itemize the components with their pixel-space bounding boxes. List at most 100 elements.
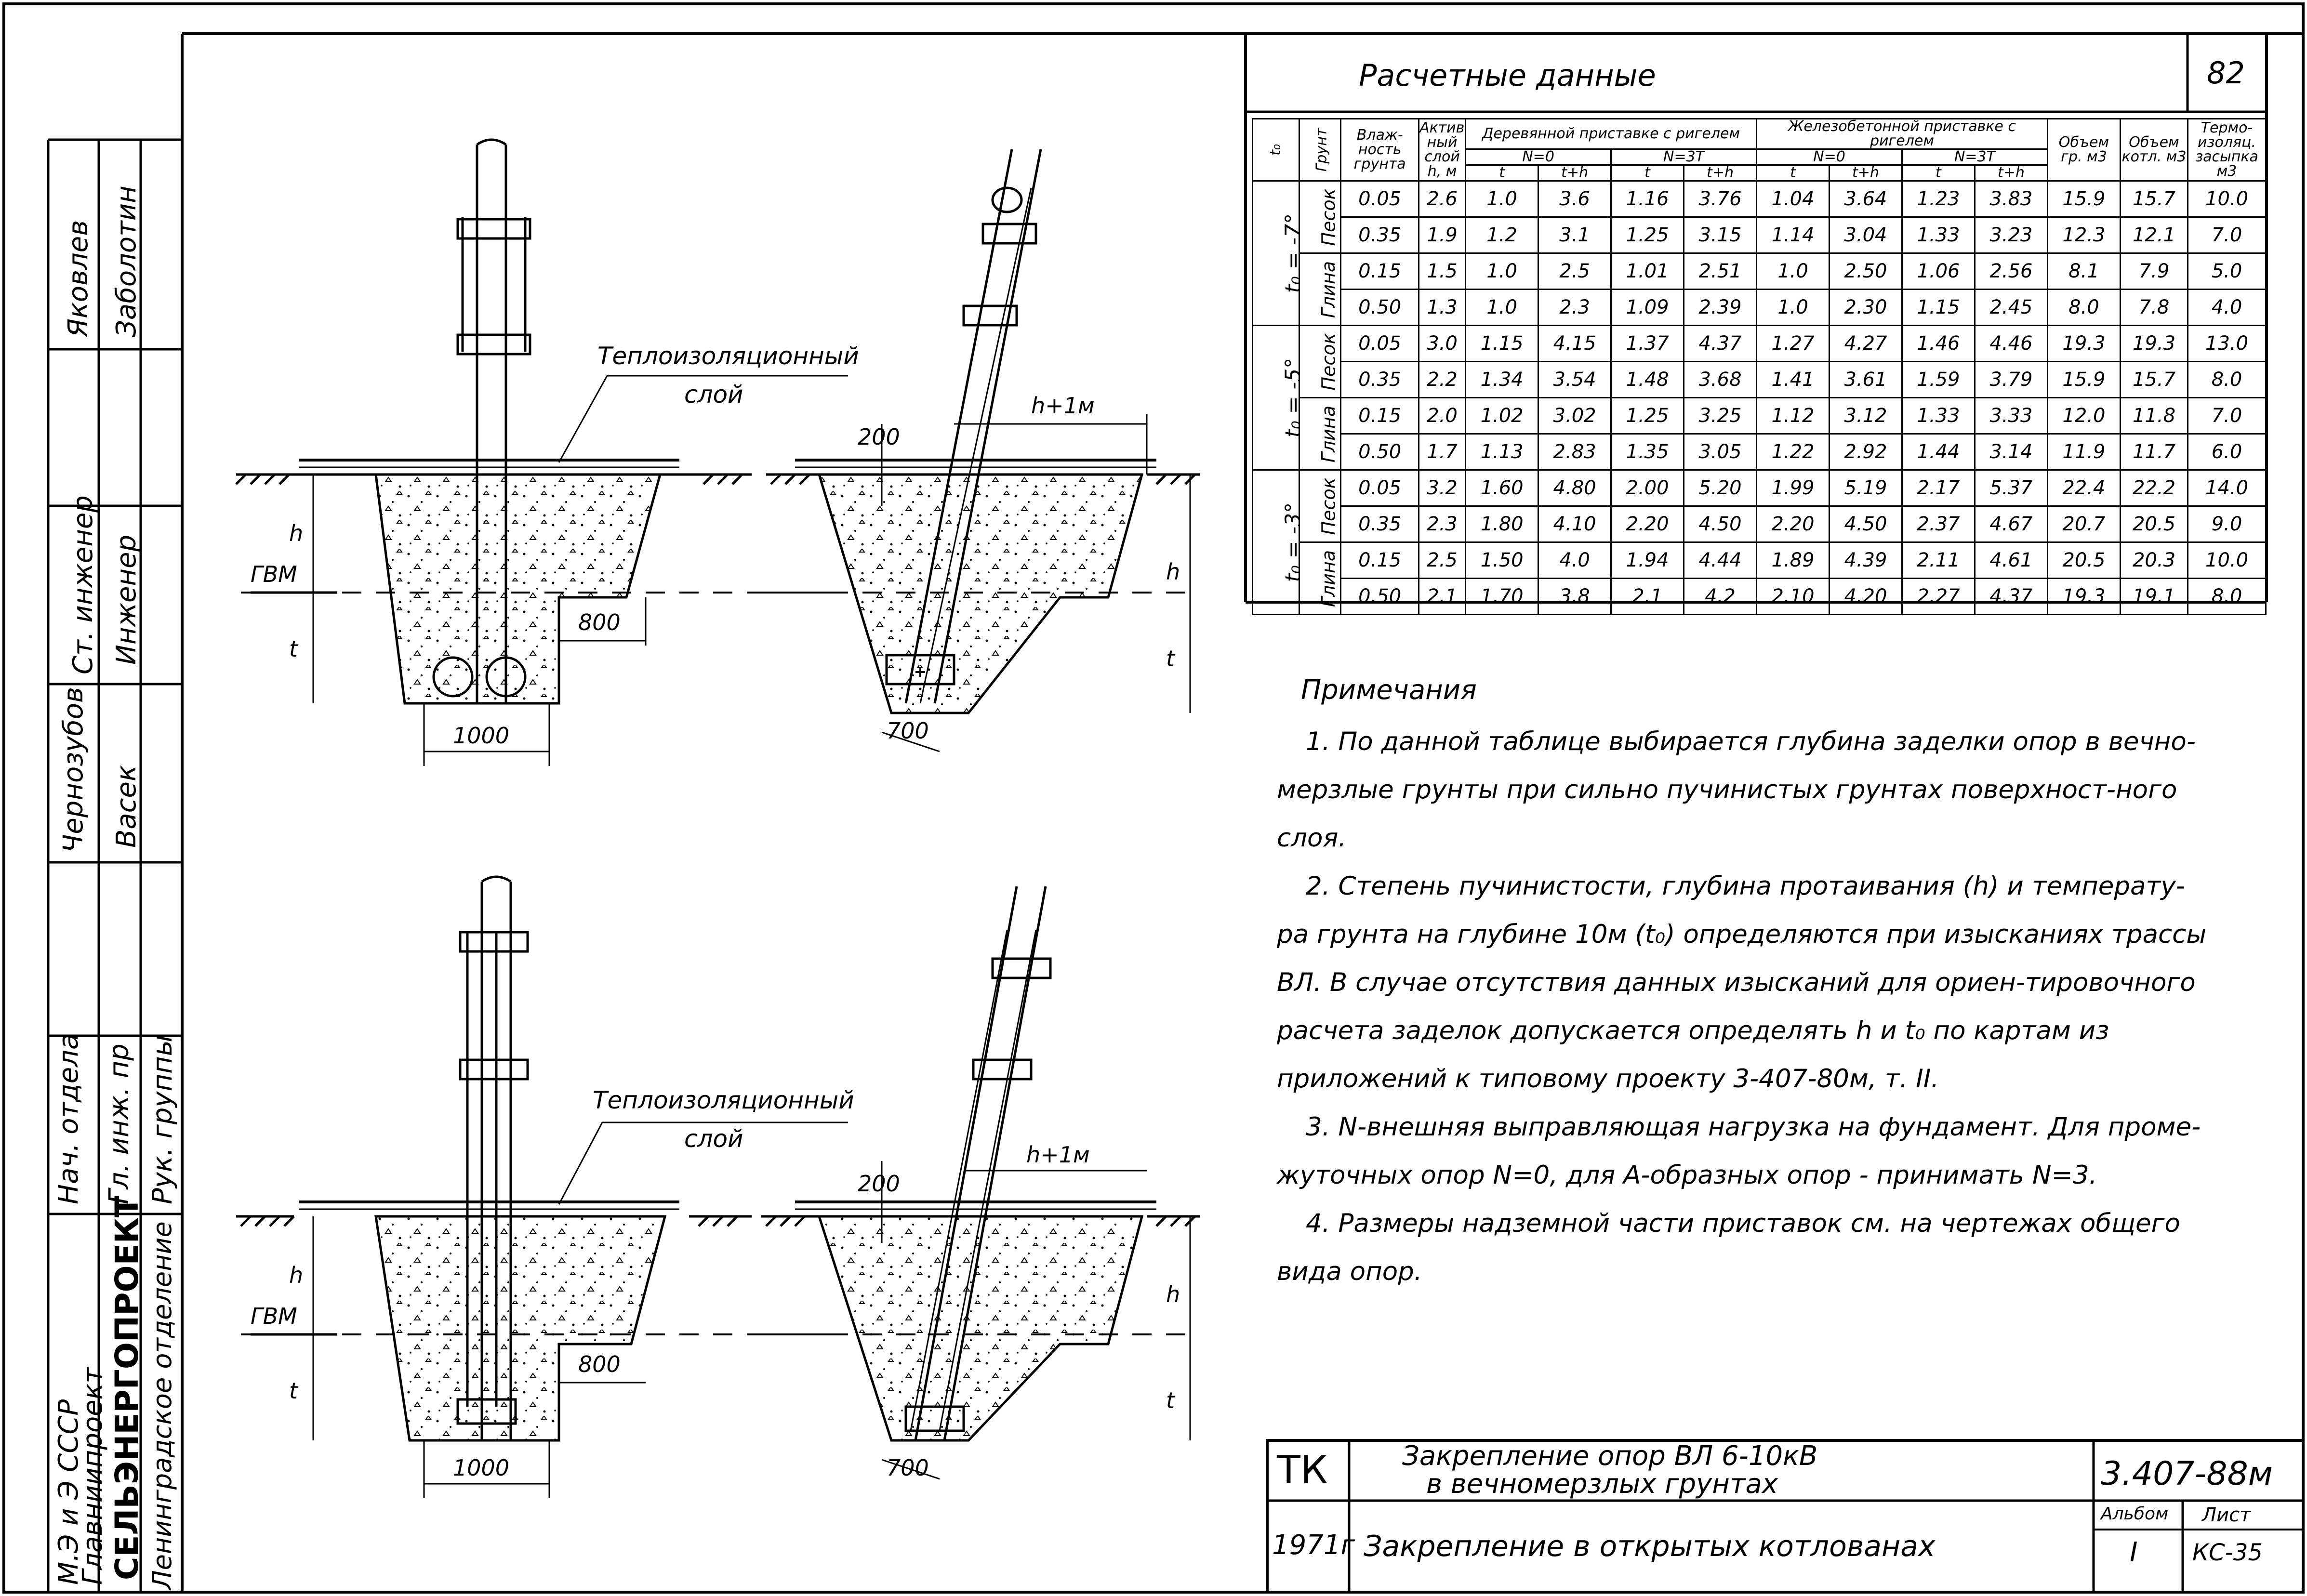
table-cell: 3.61: [1828, 361, 1903, 398]
table-cell: 8.0: [2046, 289, 2121, 326]
table-cell: 1.0: [1465, 180, 1539, 218]
note-3: 3. N-внешняя выправляющая нагрузка на фу…: [1277, 1112, 2201, 1190]
table-cell: 1.48: [1610, 361, 1685, 398]
header-excav: Объем котл. м3: [2119, 118, 2189, 182]
table-cell: 20.5: [2119, 505, 2189, 543]
header-th: t+h: [1683, 164, 1758, 182]
table-cell: 2.37: [1901, 505, 1976, 543]
table-cell: 7.9: [2119, 252, 2189, 290]
table-cell: 1.33: [1901, 216, 1976, 254]
table-cell: 1.37: [1610, 325, 1685, 362]
table-cell: 1.94: [1610, 541, 1685, 579]
drawing-3: [236, 875, 848, 1498]
table-cell: 4.61: [1974, 541, 2048, 579]
table-cell: 1.04: [1756, 180, 1830, 218]
header-soil: Грунт: [1299, 118, 1342, 182]
table-cell: 14.0: [2187, 469, 2267, 507]
doc-number: 3.407-88м: [2101, 1455, 2273, 1493]
table-cell: 4.80: [1538, 469, 1612, 507]
table-cell: 1.14: [1756, 216, 1830, 254]
table-row: t₀ = -5°Песок0.053.01.154.151.374.371.27…: [1251, 325, 2267, 471]
soil-name: Глина: [1299, 252, 1342, 326]
table-cell: 19.3: [2046, 578, 2121, 615]
subtitle: Закрепление в открытых котлованах: [1364, 1530, 1936, 1563]
table-cell: 1.0: [1465, 289, 1539, 326]
table-cell: 4.0: [1538, 541, 1612, 579]
dim-t-3: t: [289, 1378, 298, 1404]
table-cell: 1.22: [1756, 433, 1830, 471]
notes-heading: Примечания: [1301, 674, 1477, 706]
table-cell: 0.15: [1340, 252, 1420, 290]
dim-h-3: h: [289, 1262, 304, 1288]
title-line2: в вечномерзлых грунтах: [1426, 1468, 1778, 1500]
title-line1: Закрепление опор ВЛ 6-10кВ: [1402, 1440, 1818, 1472]
insulation-label-bottom: Теплоизоляционный: [593, 1086, 854, 1114]
dim-h1m-2: h+1м: [1031, 393, 1095, 419]
name-4: Заболотин: [111, 185, 142, 337]
table-cell: 7.8: [2119, 289, 2189, 326]
name-2: Яковлев: [63, 220, 94, 337]
album-label: Альбом: [2101, 1504, 2169, 1524]
dim-200-4: 200: [858, 1171, 900, 1197]
table-cell: 3.64: [1828, 180, 1903, 218]
table-cell: 1.06: [1901, 252, 1976, 290]
table-cell: 4.50: [1828, 505, 1903, 543]
table-cell: 1.5: [1418, 252, 1467, 290]
table-cell: 15.7: [2119, 361, 2189, 398]
header-t: t: [1610, 164, 1685, 182]
table-cell: 12.3: [2046, 216, 2121, 254]
year: 1971г: [1272, 1530, 1355, 1561]
gvm-label-1: ГВМ: [251, 561, 297, 587]
table-cell: 1.09: [1610, 289, 1685, 326]
table-cell: 2.30: [1828, 289, 1903, 326]
table-cell: 3.68: [1683, 361, 1758, 398]
table-cell: 11.8: [2119, 397, 2189, 435]
table-row: t₀ = -3°Песок0.053.21.604.802.005.201.99…: [1251, 469, 2267, 615]
table-cell: 1.70: [1465, 578, 1539, 615]
role-5: Инженер: [111, 534, 142, 665]
sheet-value: КС-35: [2192, 1539, 2263, 1566]
table-cell: 1.16: [1610, 180, 1685, 218]
table-cell: 3.79: [1974, 361, 2048, 398]
table-cell: 2.5: [1418, 541, 1467, 579]
header-n0: N=0: [1465, 148, 1612, 166]
table-cell: 4.2: [1683, 578, 1758, 615]
drawing-1: [235, 138, 848, 766]
table-cell: 1.89: [1756, 541, 1830, 579]
table-cell: 4.50: [1683, 505, 1758, 543]
table-cell: 0.15: [1340, 541, 1420, 579]
table-cell: 4.15: [1538, 325, 1612, 362]
table-title-visible: Расчетные данные: [1359, 58, 1656, 93]
table-cell: 2.27: [1901, 578, 1976, 615]
table-cell: 1.25: [1610, 397, 1685, 435]
header-n3t: N=3Т: [1610, 148, 1758, 166]
table-cell: 1.15: [1901, 289, 1976, 326]
table-cell: 1.0: [1756, 289, 1830, 326]
table-cell: 1.12: [1756, 397, 1830, 435]
table-cell: 2.20: [1610, 505, 1685, 543]
name-3: Васек: [111, 765, 142, 848]
table-cell: 3.14: [1974, 433, 2048, 471]
table-cell: 1.59: [1901, 361, 1976, 398]
group-t0: t₀ = -3°: [1251, 469, 1300, 615]
role-4: Ст. инженер: [67, 495, 99, 674]
table-cell: 0.35: [1340, 361, 1420, 398]
group-t0: t₀ = -7°: [1251, 180, 1300, 326]
header-th: t+h: [1538, 164, 1612, 182]
table-cell: 3.0: [1418, 325, 1467, 362]
table-cell: 8.0: [2187, 361, 2267, 398]
table-cell: 3.1: [1538, 216, 1612, 254]
dim-t-2: t: [1166, 646, 1175, 672]
table-cell: 4.10: [1538, 505, 1612, 543]
table-cell: 1.01: [1610, 252, 1685, 290]
table-cell: 3.8: [1538, 578, 1612, 615]
drawing-2: [761, 149, 1200, 752]
table-cell: 3.83: [1974, 180, 2048, 218]
table-cell: 4.37: [1683, 325, 1758, 362]
soil-name: Глина: [1299, 397, 1342, 471]
page-number: 82: [2207, 55, 2245, 91]
